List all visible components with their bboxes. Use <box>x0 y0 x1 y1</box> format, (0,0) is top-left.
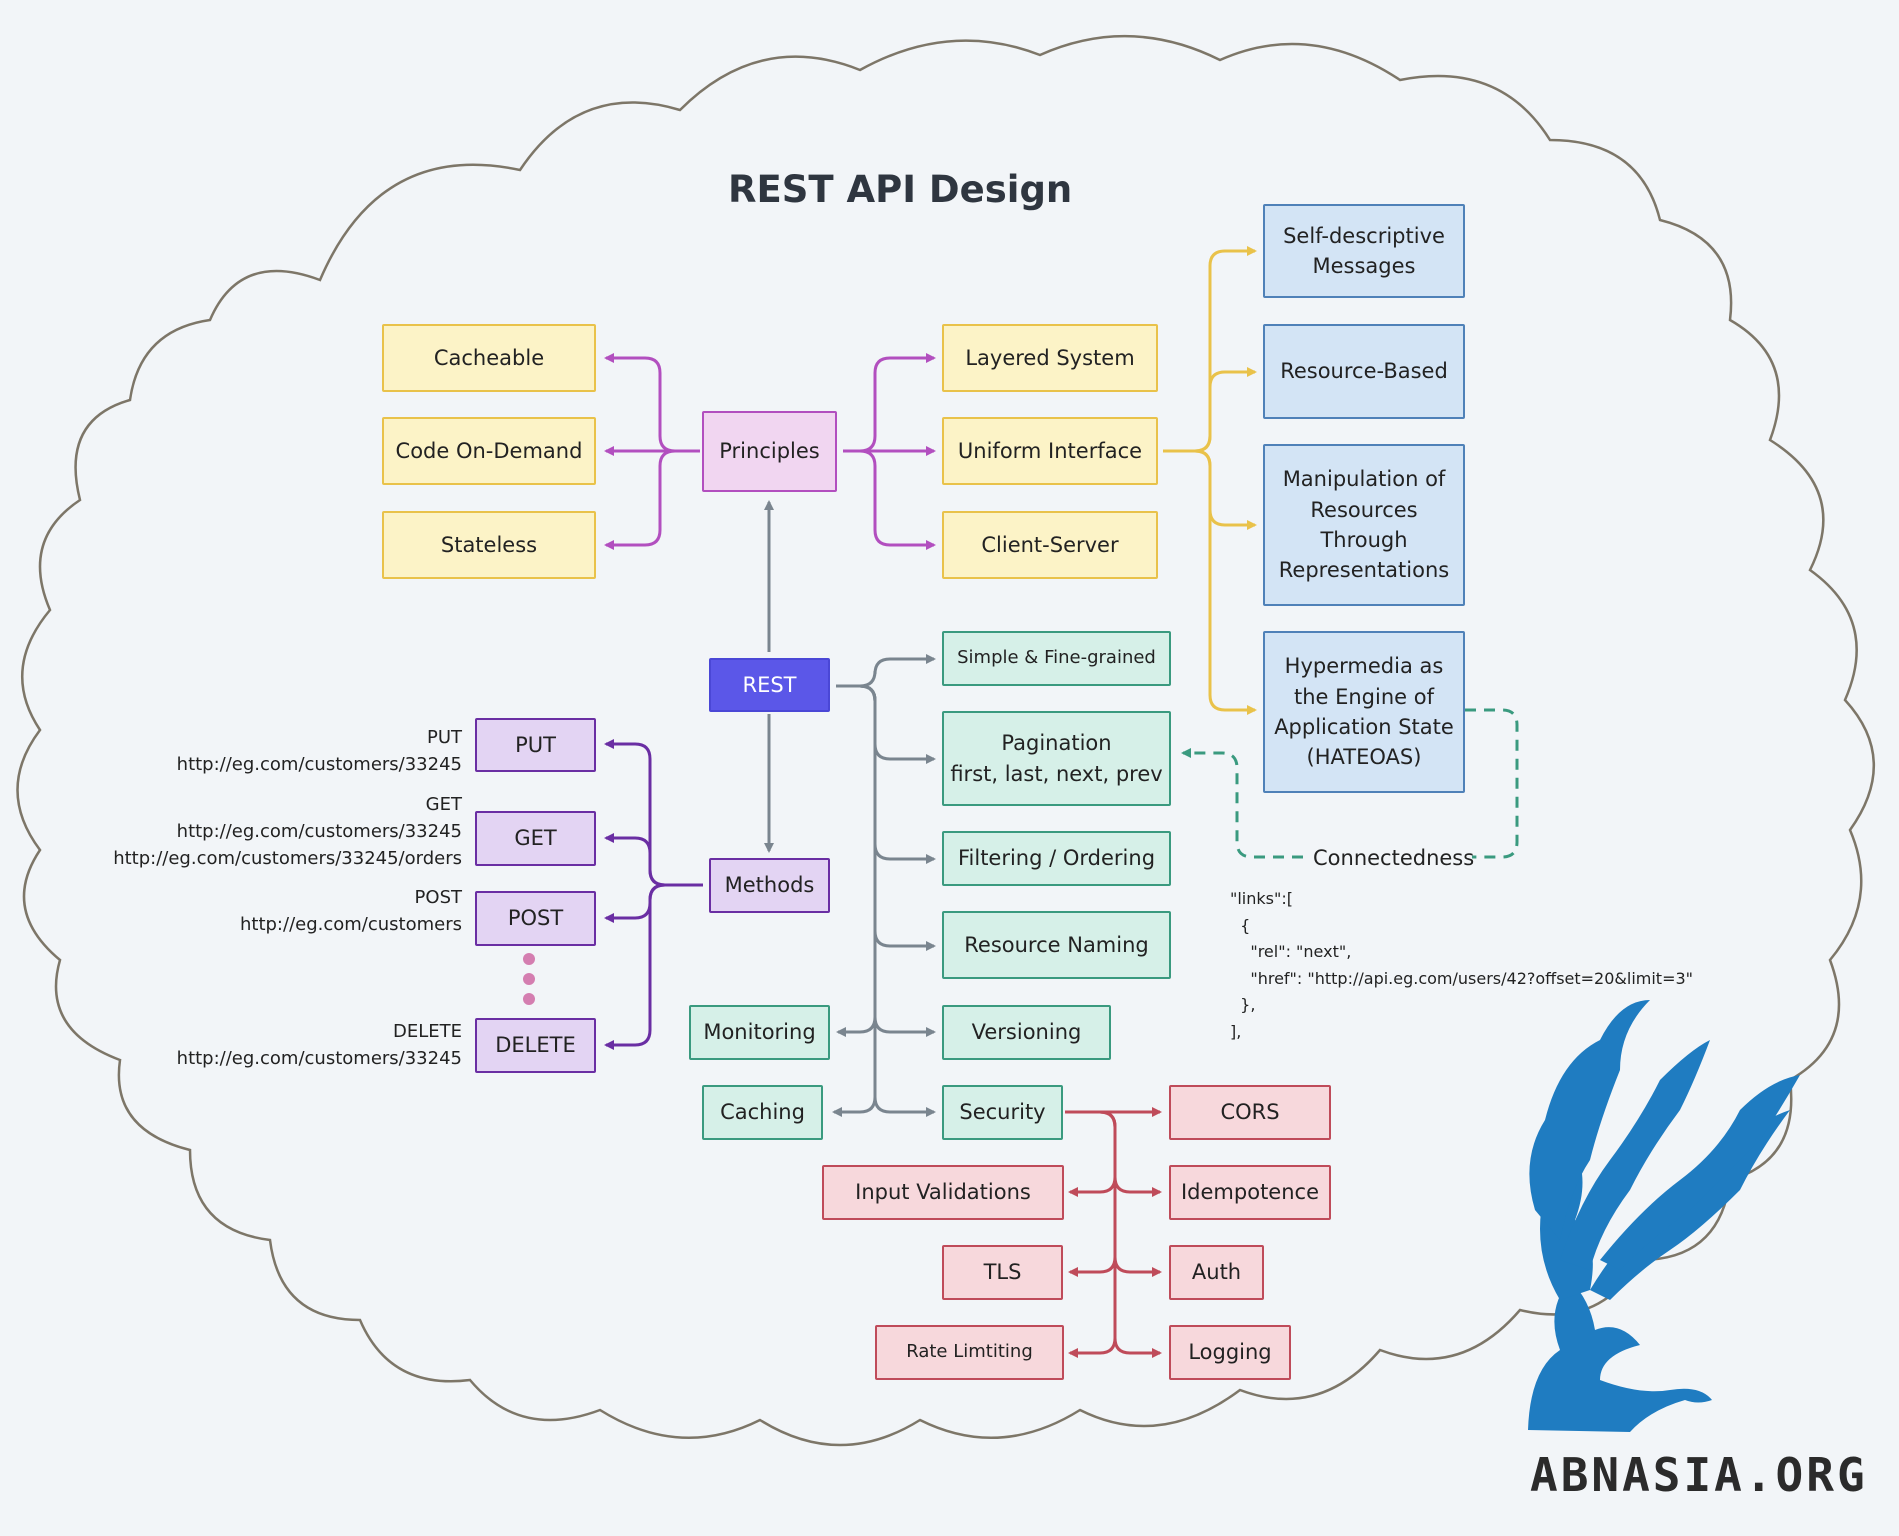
node-tls: TLS <box>942 1245 1063 1300</box>
uniform-interface-edges <box>1163 246 1257 715</box>
node-resource-naming: Resource Naming <box>942 911 1171 979</box>
principles-left-edges <box>604 353 700 550</box>
label-post-url: http://eg.com/customers <box>239 914 462 935</box>
label-get-url-2: http://eg.com/customers/33245/orders <box>113 848 462 869</box>
node-stateless: Stateless <box>382 511 596 579</box>
node-principles: Principles <box>702 411 837 492</box>
node-rest: REST <box>709 658 830 712</box>
label-put-url: http://eg.com/customers/33245 <box>176 754 462 775</box>
node-post: POST <box>475 891 596 946</box>
node-simple-fine-grained: Simple & Fine-grained <box>942 631 1171 686</box>
connectedness-label: Connectedness <box>1313 846 1475 870</box>
node-filtering-ordering: Filtering / Ordering <box>942 831 1171 886</box>
node-auth: Auth <box>1169 1245 1264 1300</box>
node-logging: Logging <box>1169 1325 1291 1380</box>
label-put-name: PUT <box>426 727 462 748</box>
node-client-server: Client-Server <box>942 511 1158 579</box>
node-cors: CORS <box>1169 1085 1331 1140</box>
label-delete-name: DELETE <box>392 1021 462 1042</box>
node-code-on-demand: Code On-Demand <box>382 417 596 485</box>
brand-text: ABNASIA.ORG <box>1530 1448 1868 1502</box>
label-get-name: GET <box>425 794 462 815</box>
node-self-descriptive-messages: Self-descriptive Messages <box>1263 204 1465 298</box>
label-delete-url: http://eg.com/customers/33245 <box>176 1048 462 1069</box>
rest-right-edges <box>832 654 936 1117</box>
node-get: GET <box>475 811 596 866</box>
node-resource-based: Resource-Based <box>1263 324 1465 419</box>
links-example-code: "links":[ { "rel": "next", "href": "http… <box>1230 889 1694 1041</box>
node-manipulation-of-resources: Manipulation of Resources Through Repres… <box>1263 444 1465 606</box>
node-layered-system: Layered System <box>942 324 1158 392</box>
node-methods: Methods <box>709 858 830 913</box>
security-edges <box>1065 1107 1162 1358</box>
node-caching: Caching <box>702 1085 823 1140</box>
node-input-validations: Input Validations <box>822 1165 1064 1220</box>
connectedness-edge <box>1181 708 1519 859</box>
diagram-title: REST API Design <box>728 168 1073 211</box>
node-put: PUT <box>475 718 596 772</box>
node-pagination: Pagination first, last, next, prev <box>942 711 1171 806</box>
more-methods-dots <box>523 953 535 1005</box>
cloud-outline <box>16 35 1876 1447</box>
principles-right-edges <box>843 353 936 550</box>
griffin-logo-icon <box>1528 1000 1800 1432</box>
methods-edges <box>604 739 703 1050</box>
node-hateoas: Hypermedia as the Engine of Application … <box>1263 631 1465 793</box>
node-security: Security <box>942 1085 1063 1140</box>
label-get-url-1: http://eg.com/customers/33245 <box>176 821 462 842</box>
node-versioning: Versioning <box>942 1005 1111 1060</box>
node-idempotence: Idempotence <box>1169 1165 1331 1220</box>
node-rate-limiting: Rate Limtiting <box>875 1325 1064 1380</box>
node-delete: DELETE <box>475 1018 596 1073</box>
node-uniform-interface: Uniform Interface <box>942 417 1158 485</box>
node-monitoring: Monitoring <box>689 1005 830 1060</box>
label-post-name: POST <box>414 887 462 908</box>
node-cacheable: Cacheable <box>382 324 596 392</box>
